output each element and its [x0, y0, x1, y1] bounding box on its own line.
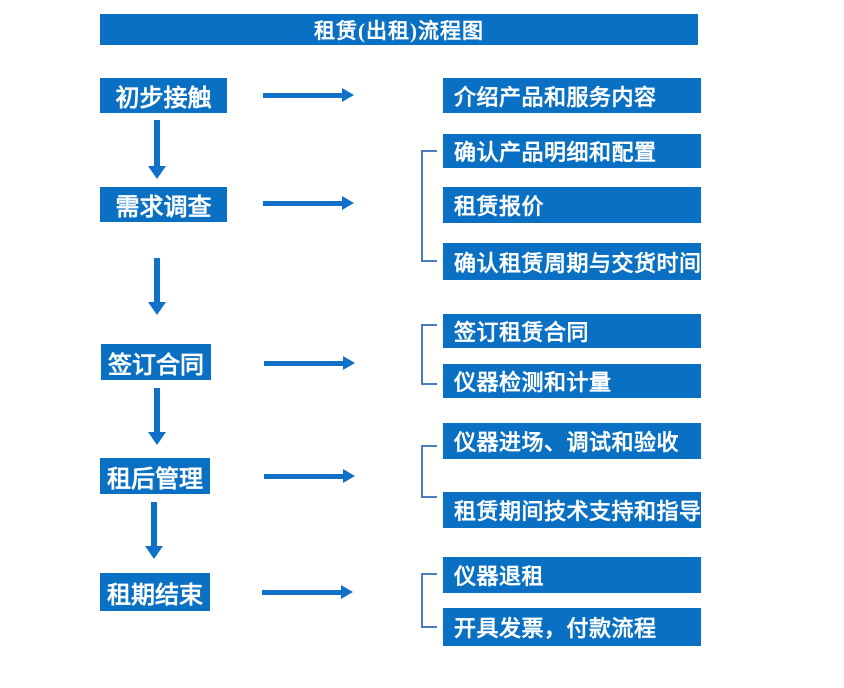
down-arrow-shaft [154, 388, 160, 432]
detail-confirm-rental-period: 确认租赁周期与交货时间 [443, 243, 701, 280]
group-bracket [421, 445, 437, 498]
flowchart-title: 租赁(出租)流程图 [100, 14, 698, 45]
step-lease-end: 租期结束 [100, 573, 210, 611]
group-bracket [421, 150, 437, 262]
detail-instrument-inspection: 仪器检测和计量 [443, 364, 701, 398]
down-arrow [145, 502, 163, 559]
step-post-rental-management: 租后管理 [100, 458, 210, 494]
right-arrow-shaft [264, 361, 343, 366]
right-arrow-head [343, 356, 355, 370]
right-arrow-shaft [263, 93, 342, 98]
down-arrow [148, 388, 166, 445]
down-arrow-shaft [154, 120, 160, 166]
down-arrow-head [148, 432, 166, 445]
right-arrow-shaft [263, 201, 342, 206]
right-arrow-head [341, 585, 353, 599]
detail-rental-quote: 租赁报价 [443, 187, 701, 223]
detail-invoice-payment: 开具发票，付款流程 [443, 608, 701, 646]
down-arrow-head [145, 546, 163, 559]
step-demand-survey: 需求调查 [100, 187, 227, 222]
detail-introduce-products: 介绍产品和服务内容 [443, 78, 701, 113]
down-arrow [148, 120, 166, 179]
detail-instrument-return: 仪器退租 [443, 557, 701, 593]
down-arrow-shaft [154, 258, 160, 302]
group-bracket [421, 324, 437, 385]
detail-rental-tech-support: 租赁期间技术支持和指导 [443, 492, 701, 528]
down-arrow [148, 258, 166, 315]
step-sign-contract: 签订合同 [101, 344, 211, 380]
step-initial-contact: 初步接触 [100, 78, 227, 113]
right-arrow-shaft [262, 590, 341, 595]
right-arrow-head [342, 88, 354, 102]
right-arrow-head [342, 196, 354, 210]
right-arrow-head [343, 469, 355, 483]
detail-instrument-installation: 仪器进场、调试和验收 [443, 423, 701, 459]
group-bracket [421, 573, 437, 628]
down-arrow-head [148, 166, 166, 179]
right-arrow-shaft [264, 474, 343, 479]
down-arrow-head [148, 302, 166, 315]
detail-sign-rental-contract: 签订租赁合同 [443, 314, 701, 348]
detail-confirm-product-config: 确认产品明细和配置 [443, 134, 701, 168]
down-arrow-shaft [151, 502, 157, 546]
